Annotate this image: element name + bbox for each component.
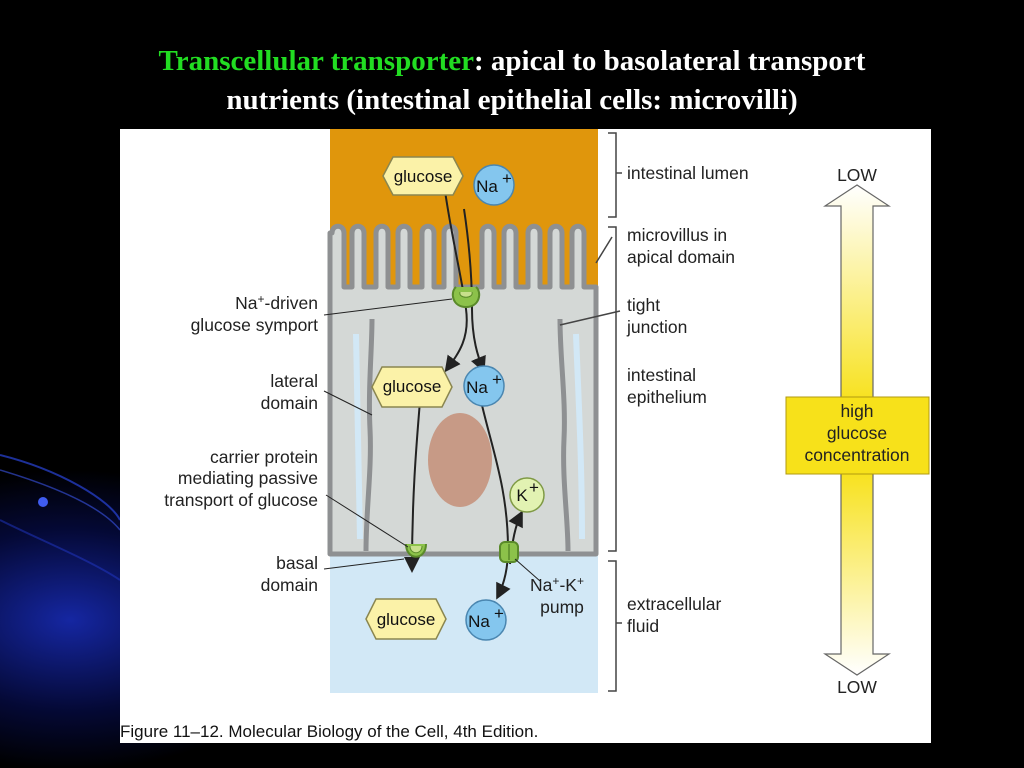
glucose-cytoplasm: glucose (371, 366, 453, 408)
epithelium-membrane (327, 223, 599, 557)
svg-text:domain: domain (261, 575, 318, 595)
slide-title: Transcellular transporter: apical to bas… (40, 42, 984, 120)
concentration-low-bottom: LOW (837, 677, 877, 697)
svg-text:concentration: concentration (804, 445, 909, 465)
lateral-domain-label: lateral domain (261, 371, 373, 416)
symport-label: Na+-driven glucose symport (191, 292, 453, 335)
na-k-pump-transporter (499, 541, 519, 563)
sodium-ion-lumen: Na + (473, 164, 515, 206)
na-k-pump-label: Na+-K+ pump (514, 558, 584, 617)
epithelium-label-line1: intestinal (627, 365, 696, 385)
basal-domain-label: basal domain (261, 553, 405, 595)
sodium-exit-arrow (480, 400, 511, 600)
passive-carrier-transporter (405, 543, 427, 558)
svg-text:Na: Na (468, 612, 490, 631)
svg-text:Na+-K+: Na+-K+ (530, 574, 584, 595)
glucose-entry-arrow (444, 190, 468, 373)
svg-text:+: + (502, 169, 512, 188)
left-lateral-space (353, 333, 363, 540)
extracellular-label-line2: fluid (627, 616, 659, 636)
transport-figure: glucose Na + glucose Na + K + glucose Na (120, 129, 931, 743)
tight-junction-label-line1: tight (627, 295, 660, 315)
sodium-ion-cytoplasm: Na + (463, 365, 505, 407)
svg-text:transport of glucose: transport of glucose (164, 490, 318, 510)
svg-text:mediating passive: mediating passive (178, 468, 318, 488)
svg-text:Na: Na (476, 177, 498, 196)
extracellular-label-line1: extracellular (627, 594, 722, 614)
transport-diagram: glucose Na + glucose Na + K + glucose Na (120, 129, 930, 741)
potassium-ion: K + (509, 477, 545, 513)
nucleus (428, 413, 492, 507)
tight-junction-label-line2: junction (626, 317, 687, 337)
epithelium-label-line2: epithelium (627, 387, 707, 407)
svg-text:glucose: glucose (383, 377, 442, 396)
symport-transporter (451, 286, 481, 309)
svg-text:lateral: lateral (270, 371, 318, 391)
svg-text:glucose: glucose (394, 167, 453, 186)
svg-text:K: K (516, 486, 528, 505)
svg-text:Na+-driven: Na+-driven (235, 292, 318, 313)
title-highlight: Transcellular transporter (158, 45, 474, 77)
svg-text:glucose: glucose (377, 610, 436, 629)
sodium-ion-extracellular: Na + (465, 599, 507, 641)
microvillus-label-line1: microvillus in (627, 225, 727, 245)
svg-text:basal: basal (276, 553, 318, 573)
svg-text:high: high (840, 401, 873, 421)
svg-text:domain: domain (261, 393, 318, 413)
concentration-low-top: LOW (837, 165, 877, 185)
right-brackets (559, 132, 622, 692)
right-lateral-membrane (557, 318, 571, 552)
svg-text:pump: pump (540, 597, 584, 617)
svg-text:glucose symport: glucose symport (191, 315, 319, 335)
glucose-extracellular: glucose (365, 598, 447, 640)
glucose-lumen: glucose (382, 156, 464, 196)
title-line2: nutrients (intestinal epithelial cells: … (226, 84, 798, 116)
right-lateral-space (573, 333, 585, 540)
figure-caption: Figure 11–12. Molecular Biology of the C… (120, 722, 538, 741)
left-lateral-membrane (363, 318, 375, 552)
svg-text:+: + (492, 370, 502, 389)
svg-text:+: + (494, 604, 504, 623)
high-glucose-box: high glucose concentration (785, 396, 930, 475)
title-rest: : apical to basolateral transport (474, 45, 866, 77)
svg-text:carrier protein: carrier protein (210, 447, 318, 467)
svg-text:Na: Na (466, 378, 488, 397)
svg-text:glucose: glucose (827, 423, 887, 443)
carrier-protein-label: carrier protein mediating passive transp… (164, 447, 409, 548)
microvillus-label-line2: apical domain (627, 247, 735, 267)
background-dot (38, 497, 48, 507)
svg-text:+: + (529, 478, 539, 497)
lumen-label: intestinal lumen (627, 163, 749, 183)
